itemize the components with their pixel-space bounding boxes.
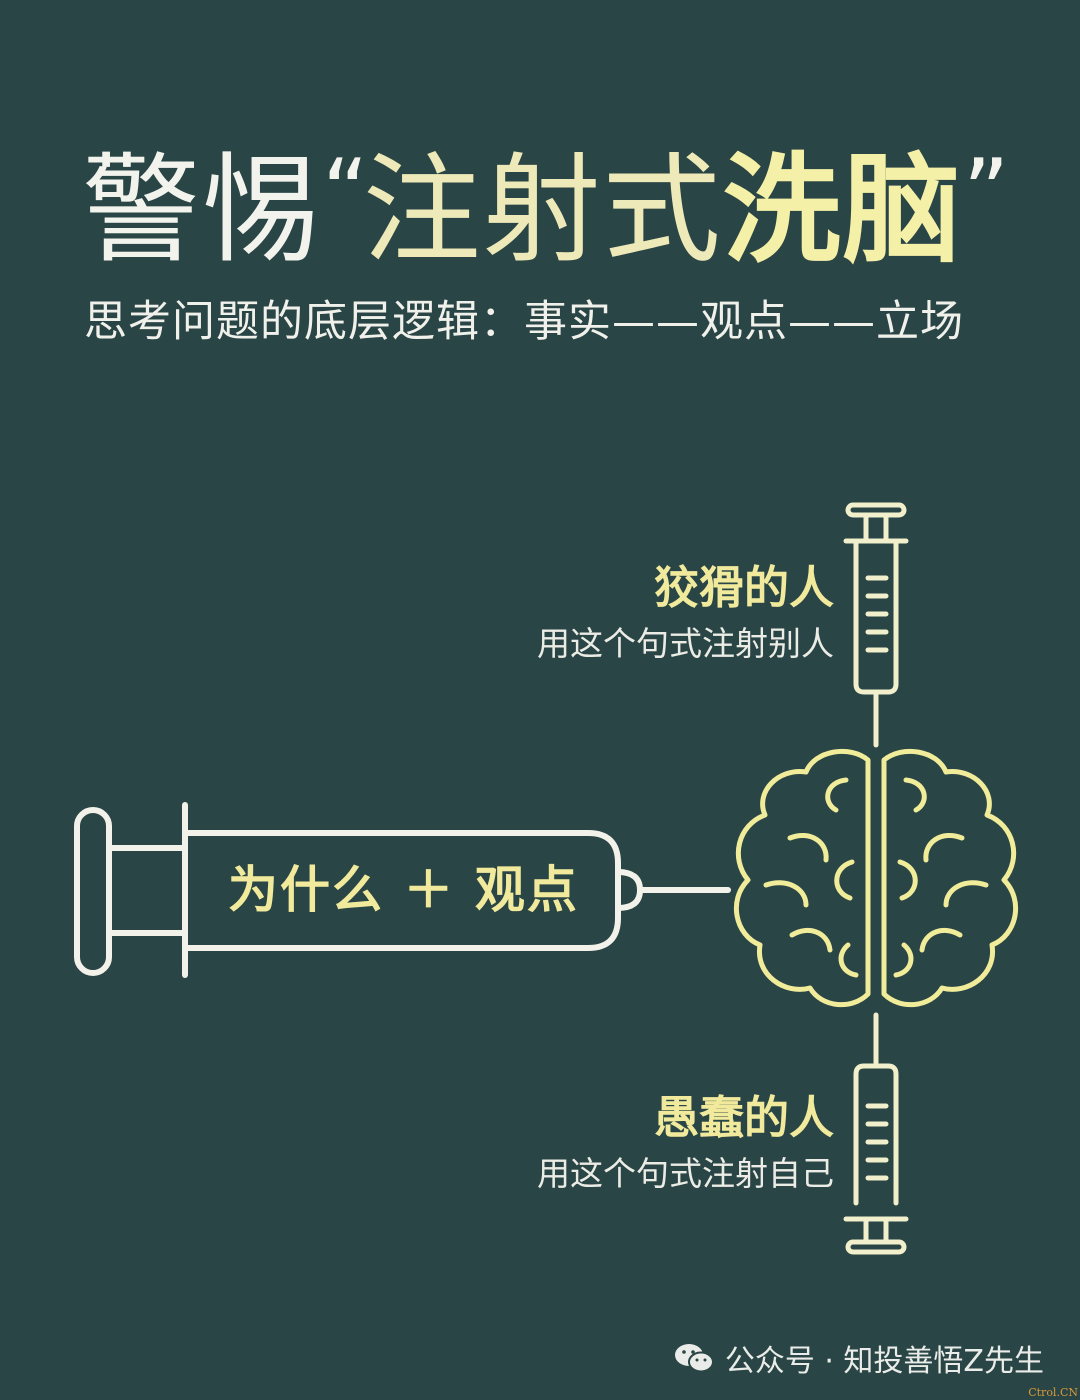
corner-mark: Ctrol.CN bbox=[1028, 1386, 1078, 1399]
bottom-heading: 愚蠢的人 bbox=[653, 1091, 834, 1144]
title-prefix: 警惕 bbox=[82, 141, 323, 279]
page-subtitle: 思考问题的底层逻辑：事实——观点——立场 bbox=[84, 297, 964, 347]
top-syringe-icon bbox=[843, 502, 909, 748]
title-open-quote: “ bbox=[322, 140, 369, 245]
watermark: 公众号 · 知投善悟Z先生 bbox=[673, 1336, 1044, 1380]
watermark-text: 公众号 · 知投善悟Z先生 bbox=[724, 1344, 1044, 1379]
brain-icon bbox=[733, 748, 1019, 1008]
wechat-icon bbox=[674, 1344, 714, 1373]
syringe-label: 为什么 ＋ 观点 bbox=[228, 861, 579, 919]
top-caption: 用这个句式注射别人 bbox=[537, 624, 834, 663]
title-emphasis: 洗脑 bbox=[722, 141, 963, 279]
page-title: 警惕“注射式洗脑” bbox=[82, 118, 1010, 279]
bottom-syringe-icon bbox=[843, 1012, 909, 1255]
top-heading: 狡猾的人 bbox=[653, 561, 834, 614]
horizontal-syringe-icon bbox=[74, 802, 731, 978]
title-close-quote: ” bbox=[962, 140, 1010, 245]
title-middle: 注射式 bbox=[362, 141, 723, 279]
bottom-caption: 用这个句式注射自己 bbox=[537, 1154, 834, 1193]
